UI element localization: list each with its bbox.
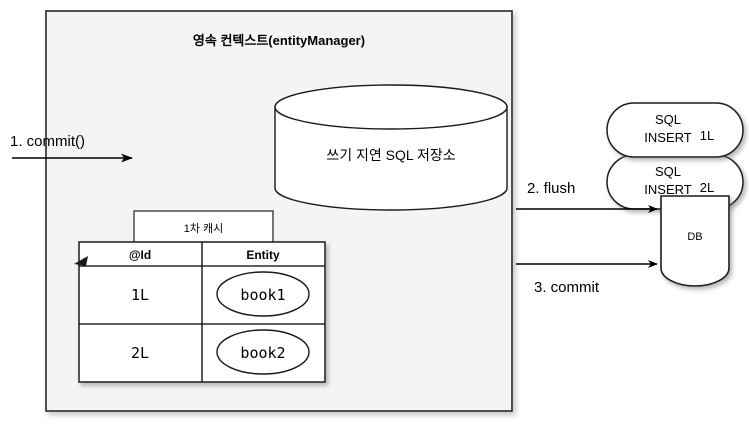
entity-ellipse-1 (216, 271, 310, 317)
cache-table-inbound-arrowhead (74, 256, 88, 266)
sql-insert-id-2: 2L (700, 180, 714, 195)
store-cylinder-body (274, 106, 508, 211)
entity-ellipse-2 (216, 329, 310, 375)
table-row: 2L book2 (131, 329, 310, 375)
cache-table-header-entity: Entity (246, 248, 280, 262)
sql-insert-statements: SQL INSERT 2L SQL INSERT 1L (606, 102, 744, 210)
sql-insert-id-1: 1L (700, 128, 714, 143)
step-3-label: 3. commit (534, 279, 600, 296)
cache-table-header-id: @Id (129, 248, 151, 262)
step-2-label: 2. flush (527, 180, 575, 197)
db-label: DB (687, 231, 702, 243)
step-2-flush-arrow: 2. flush (516, 180, 658, 213)
cache-row-id-2: 2L (131, 344, 149, 362)
step-1-commit-arrow: 1. commit() (10, 133, 133, 163)
sql-insert-line1-1: SQL (655, 112, 681, 127)
step-3-commit-arrow: 3. commit (516, 260, 658, 296)
sql-insert-line2-2: INSERT (644, 182, 691, 197)
cache-tab-label: 1차 캐시 (184, 222, 224, 235)
cache-row-id-1: 1L (131, 286, 149, 304)
store-label: 쓰기 지연 SQL 저장소 (326, 147, 455, 163)
sql-insert-line1-2: SQL (655, 164, 681, 179)
page-title: 영속 컨텍스트(entityManager) (193, 33, 365, 48)
write-behind-sql-store: 쓰기 지연 SQL 저장소 (274, 84, 508, 211)
cache-row-entity-2: book2 (240, 344, 285, 362)
database-cylinder: DB (660, 195, 730, 287)
cache-row-entity-1: book1 (240, 286, 285, 304)
sql-insert-box-1: SQL INSERT 1L (606, 102, 744, 158)
table-row: 1L book1 (131, 271, 310, 317)
sql-insert-shape-1 (606, 102, 744, 158)
store-cylinder-top (274, 84, 508, 130)
first-level-cache-table: @Id Entity 1L book1 2L book2 (74, 241, 326, 383)
sql-insert-line2-1: INSERT (644, 130, 691, 145)
db-cylinder-body (660, 195, 730, 287)
step-1-label: 1. commit() (10, 133, 85, 150)
first-level-cache-tab: 1차 캐시 (133, 210, 274, 245)
